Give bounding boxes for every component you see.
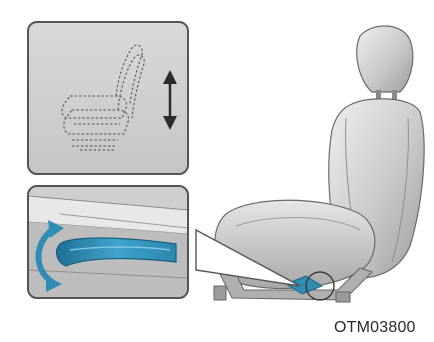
- figure-caption: OTM03800: [334, 319, 434, 339]
- lever-detail-panel: [28, 186, 188, 298]
- seat-height-panel: [28, 22, 188, 174]
